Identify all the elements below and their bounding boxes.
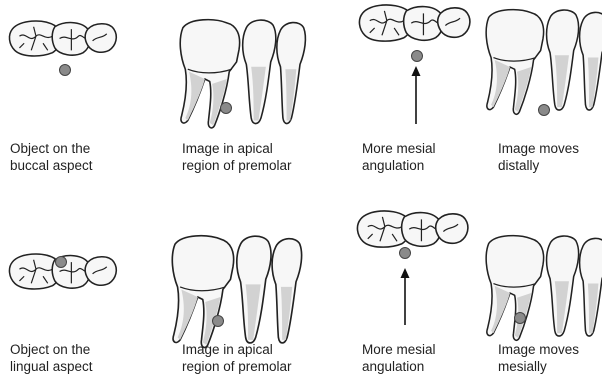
panel-mesial-angulation-occlusal-2 — [357, 211, 467, 325]
caption-line: Object on the — [10, 140, 93, 157]
caption-line: lingual aspect — [10, 358, 93, 375]
caption-line: Object on the — [10, 341, 93, 358]
caption-apical-lingual: Image in apical region of premolar — [182, 341, 292, 375]
caption-mesial-angulation: More mesial angulation — [362, 140, 436, 174]
caption-line: mesially — [498, 358, 579, 375]
panel-distal-shift-lateral — [486, 10, 602, 116]
arrow-head-icon — [412, 66, 421, 76]
panel-buccal-occlusal — [9, 21, 116, 76]
caption-line: angulation — [362, 358, 436, 375]
caption-buccal: Object on the buccal aspect — [10, 140, 93, 174]
caption-line: More mesial — [362, 140, 436, 157]
caption-lingual: Object on the lingual aspect — [10, 341, 93, 375]
caption-apical-buccal: Image in apical region of premolar — [182, 140, 292, 174]
panel-lingual-lateral — [172, 236, 301, 348]
caption-moves-mesially: Image moves mesially — [498, 341, 579, 375]
panel-mesial-shift-lateral — [486, 236, 602, 341]
arrow-head-icon — [401, 268, 410, 278]
caption-line: buccal aspect — [10, 157, 93, 174]
caption-line: region of premolar — [182, 358, 292, 375]
caption-line: Image moves — [498, 341, 579, 358]
caption-line: angulation — [362, 157, 436, 174]
panel-buccal-lateral — [180, 20, 305, 128]
caption-mesial-angulation-2: More mesial angulation — [362, 341, 436, 375]
object-marker — [60, 65, 71, 76]
object-marker — [400, 248, 411, 259]
object-marker — [56, 257, 67, 268]
caption-line: Image in apical — [182, 140, 292, 157]
caption-moves-distally: Image moves distally — [498, 140, 579, 174]
caption-line: Image moves — [498, 140, 579, 157]
caption-line: distally — [498, 157, 579, 174]
object-image-marker — [515, 313, 526, 324]
object-marker — [412, 51, 423, 62]
panel-lingual-occlusal — [9, 254, 116, 289]
panel-mesial-angulation-occlusal — [359, 5, 469, 124]
object-image-marker — [221, 103, 232, 114]
caption-line: Image in apical — [182, 341, 292, 358]
caption-line: More mesial — [362, 341, 436, 358]
caption-line: region of premolar — [182, 157, 292, 174]
object-image-marker — [539, 105, 550, 116]
object-image-marker — [213, 316, 224, 327]
